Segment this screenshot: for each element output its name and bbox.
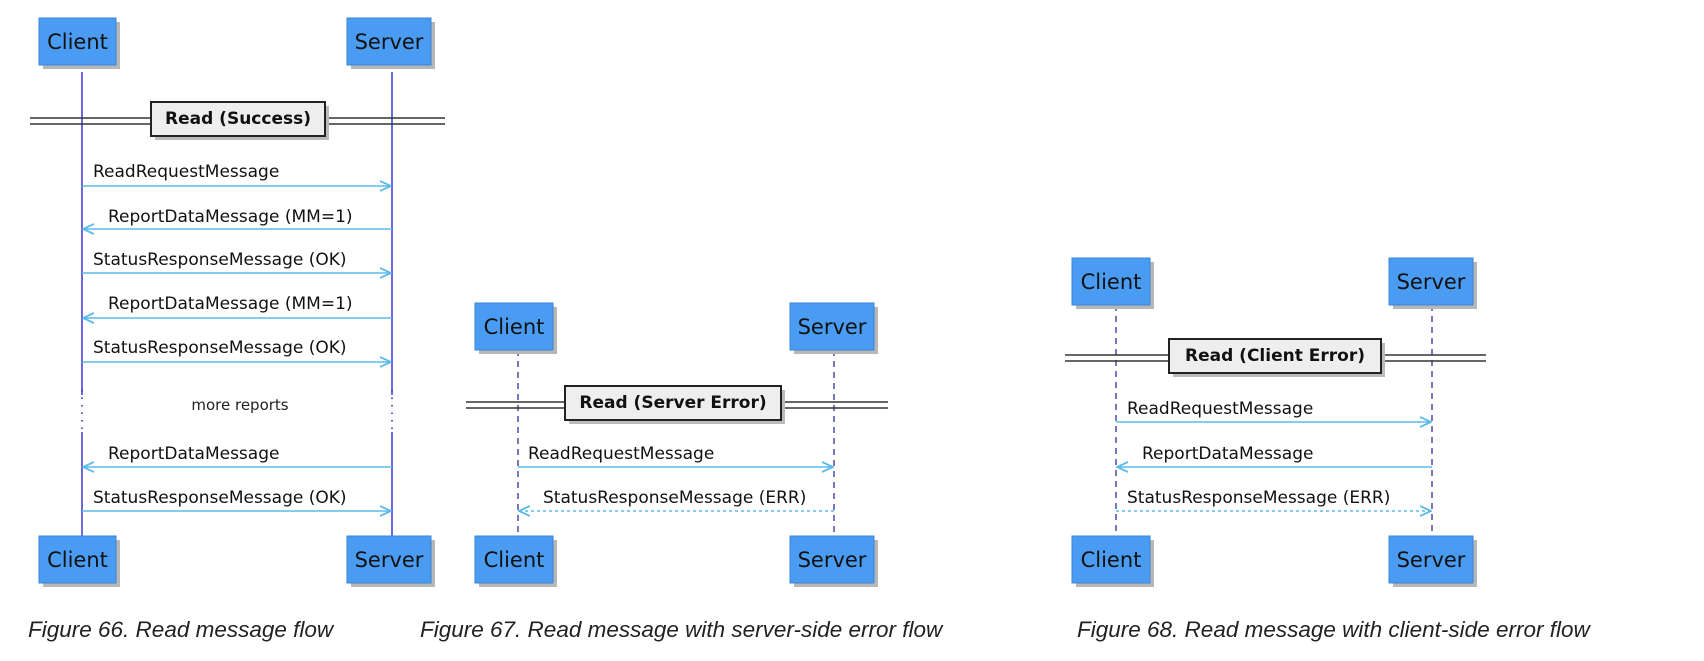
message-arrow: ReportDataMessage (MM=1): [83, 294, 392, 318]
message-label: StatusResponseMessage (ERR): [1127, 488, 1390, 508]
divider-read-client-error: Read (Client Error): [1065, 338, 1486, 377]
client-actor-label: Client: [484, 548, 545, 572]
client-actor-label: Client: [1081, 270, 1142, 294]
figure-67: Client Server Read (Server Error) ReadRe…: [420, 302, 944, 642]
client-actor-label: Client: [47, 548, 108, 572]
message-arrow: ReadRequestMessage: [82, 162, 391, 186]
figure-66: Client Server Read (Success) ReadRequest…: [28, 17, 445, 642]
client-actor-bottom: Client: [474, 535, 557, 587]
figure-caption: Figure 68. Read message with client-side…: [1077, 617, 1591, 642]
message-arrow: ReportDataMessage: [83, 444, 392, 467]
message-arrow: ReportDataMessage: [1117, 444, 1432, 467]
message-arrow: ReadRequestMessage: [1116, 399, 1431, 422]
server-actor-bottom: Server: [789, 535, 878, 587]
figure-caption: Figure 66. Read message flow: [28, 617, 335, 642]
message-arrow: StatusResponseMessage (OK): [82, 488, 391, 511]
divider-label: Read (Success): [165, 109, 311, 129]
server-actor-label: Server: [355, 30, 424, 54]
message-arrow: StatusResponseMessage (OK): [82, 338, 391, 362]
client-actor-top: Client: [38, 17, 120, 69]
divider-label: Read (Server Error): [579, 393, 766, 413]
client-actor-bottom: Client: [1071, 535, 1154, 587]
client-actor-top: Client: [1071, 257, 1154, 309]
divider-read-success: Read (Success): [30, 101, 445, 140]
server-actor-label: Server: [798, 315, 867, 339]
client-actor-top: Client: [474, 302, 557, 354]
divider-label: Read (Client Error): [1185, 346, 1365, 366]
server-actor-label: Server: [355, 548, 424, 572]
server-actor-label: Server: [1397, 548, 1466, 572]
message-arrow: ReportDataMessage (MM=1): [83, 207, 392, 229]
server-actor-bottom: Server: [346, 535, 435, 587]
message-label: ReadRequestMessage: [1127, 399, 1313, 419]
server-actor-label: Server: [798, 548, 867, 572]
message-label: StatusResponseMessage (OK): [93, 488, 347, 508]
message-label: StatusResponseMessage (OK): [93, 338, 347, 358]
divider-read-server-error: Read (Server Error): [466, 385, 888, 424]
message-label: ReadRequestMessage: [93, 162, 279, 182]
message-label: ReportDataMessage (MM=1): [108, 294, 353, 314]
client-actor-label: Client: [1081, 548, 1142, 572]
server-actor-top: Server: [789, 302, 878, 354]
message-label: StatusResponseMessage (OK): [93, 250, 347, 270]
message-label: ReportDataMessage (MM=1): [108, 207, 353, 227]
client-actor-bottom: Client: [38, 535, 120, 587]
message-label: ReadRequestMessage: [528, 444, 714, 464]
server-actor-bottom: Server: [1388, 535, 1477, 587]
client-actor-label: Client: [47, 30, 108, 54]
server-actor-top: Server: [346, 17, 435, 69]
message-arrow: StatusResponseMessage (OK): [82, 250, 391, 273]
gap-note: more reports: [191, 396, 288, 414]
client-actor-label: Client: [484, 315, 545, 339]
message-label: ReportDataMessage: [108, 444, 279, 464]
message-arrow: StatusResponseMessage (ERR): [519, 488, 834, 511]
server-actor-label: Server: [1397, 270, 1466, 294]
figure-68: Client Server Read (Client Error) ReadRe…: [1065, 257, 1591, 642]
message-arrow: StatusResponseMessage (ERR): [1116, 488, 1431, 511]
figure-caption: Figure 67. Read message with server-side…: [420, 617, 944, 642]
server-actor-top: Server: [1388, 257, 1477, 309]
message-label: StatusResponseMessage (ERR): [543, 488, 806, 508]
message-arrow: ReadRequestMessage: [518, 444, 833, 467]
message-label: ReportDataMessage: [1142, 444, 1313, 464]
